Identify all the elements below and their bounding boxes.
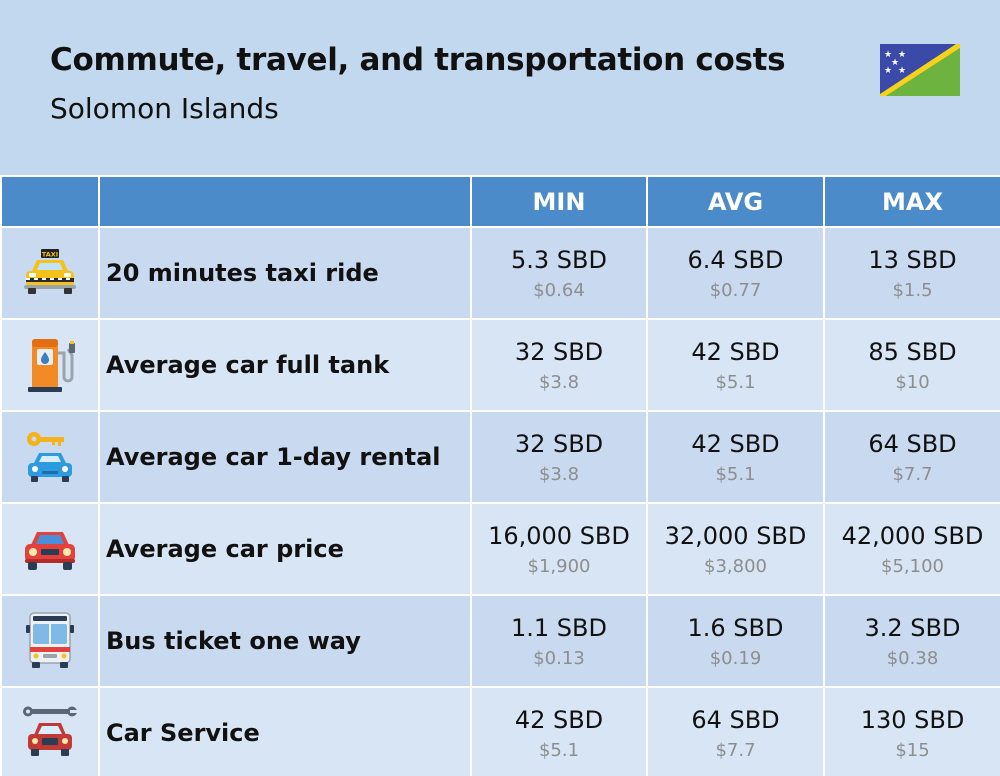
min-usd-value: $5.1: [538, 739, 580, 761]
car-service-wrench-icon: [23, 706, 78, 756]
taxi-sign-text: TAXI: [42, 251, 58, 259]
avg-value: 42 SBD: [691, 429, 780, 458]
avg-cell: 64 SBD $7.7: [646, 686, 825, 776]
avg-cell: 1.6 SBD $0.19: [646, 594, 825, 688]
max-usd-value: $10: [895, 371, 930, 393]
svg-text:★: ★: [884, 66, 892, 76]
cost-table: MIN AVG MAX TAXI: [0, 175, 1000, 776]
min-cell: 32 SBD $3.8: [470, 410, 648, 504]
avg-value: 42 SBD: [691, 337, 780, 366]
avg-value: 1.6 SBD: [687, 613, 784, 642]
solomon-islands-flag-icon: ★★ ★ ★★: [880, 44, 960, 96]
min-value: 16,000 SBD: [488, 521, 630, 550]
avg-usd-value: $0.77: [709, 279, 762, 301]
min-usd-value: $3.8: [538, 463, 580, 485]
row-icon-cell: [0, 502, 100, 596]
svg-text:★: ★: [891, 58, 899, 68]
max-cell: 85 SBD $10: [823, 318, 1000, 412]
avg-cell: 42 SBD $5.1: [646, 318, 825, 412]
page-title: Commute, travel, and transportation cost…: [50, 42, 786, 78]
table-row: Average car 1-day rental 32 SBD $3.8 42 S…: [0, 410, 1000, 504]
header-min: MIN: [470, 175, 648, 228]
header-max: MAX: [823, 175, 1000, 228]
svg-text:★: ★: [884, 50, 892, 60]
header: Commute, travel, and transportation cost…: [0, 0, 1000, 172]
row-icon-cell: [0, 318, 100, 412]
row-label: 20 minutes taxi ride: [98, 226, 472, 320]
min-value: 32 SBD: [514, 337, 604, 366]
min-value: 42 SBD: [514, 705, 604, 734]
header-avg: AVG: [646, 175, 825, 228]
avg-cell: 32,000 SBD $3,800: [646, 502, 825, 596]
table-row: Car Service 42 SBD $5.1 64 SBD $7.7 130 SB…: [0, 686, 1000, 776]
row-label: Car Service: [98, 686, 472, 776]
min-value: 1.1 SBD: [511, 613, 607, 642]
table-header-row: MIN AVG MAX: [0, 175, 1000, 228]
avg-usd-value: $5.1: [715, 371, 756, 393]
min-cell: 16,000 SBD $1,900: [470, 502, 648, 596]
avg-usd-value: $3,800: [704, 555, 767, 577]
row-icon-cell: [0, 686, 100, 776]
min-usd-value: $1,900: [527, 555, 591, 577]
max-usd-value: $1.5: [892, 279, 933, 301]
fuel-pump-icon: [28, 339, 75, 392]
max-cell: 13 SBD $1.5: [823, 226, 1000, 320]
table-row: TAXI 20 minutes taxi ride 5.3 SBD $0.64 6…: [0, 226, 1000, 320]
svg-text:★: ★: [898, 50, 906, 60]
avg-usd-value: $7.7: [715, 739, 756, 761]
max-cell: 42,000 SBD $5,100: [823, 502, 1000, 596]
table-row: Bus ticket one way 1.1 SBD $0.13 1.6 SBD $…: [0, 594, 1000, 688]
row-label: Average car 1-day rental: [98, 410, 472, 504]
min-cell: 5.3 SBD $0.64: [470, 226, 648, 320]
min-cell: 42 SBD $5.1: [470, 686, 648, 776]
svg-text:★: ★: [898, 66, 906, 76]
max-cell: 130 SBD $15: [823, 686, 1000, 776]
min-value: 5.3 SBD: [511, 245, 607, 274]
max-cell: 3.2 SBD $0.38: [823, 594, 1000, 688]
min-usd-value: $3.8: [538, 371, 580, 393]
row-icon-cell: [0, 410, 100, 504]
avg-usd-value: $5.1: [715, 463, 756, 485]
avg-cell: 6.4 SBD $0.77: [646, 226, 825, 320]
avg-value: 64 SBD: [691, 705, 780, 734]
table-row: Average car price 16,000 SBD $1,900 32,00…: [0, 502, 1000, 596]
max-value: 13 SBD: [868, 245, 957, 274]
car-icon: [25, 532, 75, 570]
min-usd-value: $0.13: [533, 647, 585, 669]
car-rental-key-icon: [27, 432, 72, 482]
min-cell: 32 SBD $3.8: [470, 318, 648, 412]
min-usd-value: $0.64: [533, 279, 585, 301]
row-label: Bus ticket one way: [98, 594, 472, 688]
taxi-icon: TAXI: [24, 249, 76, 294]
max-value: 3.2 SBD: [864, 613, 961, 642]
max-cell: 64 SBD $7.7: [823, 410, 1000, 504]
header-empty-icon: [0, 175, 100, 228]
avg-cell: 42 SBD $5.1: [646, 410, 825, 504]
bus-icon: [26, 612, 74, 668]
max-usd-value: $5,100: [881, 555, 944, 577]
max-value: 85 SBD: [868, 337, 957, 366]
table-row: Average car full tank 32 SBD $3.8 42 SBD $…: [0, 318, 1000, 412]
row-icon-cell: [0, 594, 100, 688]
max-usd-value: $7.7: [892, 463, 933, 485]
min-cell: 1.1 SBD $0.13: [470, 594, 648, 688]
min-value: 32 SBD: [514, 429, 604, 458]
max-value: 42,000 SBD: [841, 521, 984, 550]
row-label: Average car price: [98, 502, 472, 596]
header-empty-label: [98, 175, 472, 228]
row-icon-cell: TAXI: [0, 226, 100, 320]
max-value: 130 SBD: [860, 705, 965, 734]
max-usd-value: $15: [895, 739, 930, 761]
avg-value: 32,000 SBD: [664, 521, 807, 550]
row-label: Average car full tank: [98, 318, 472, 412]
avg-usd-value: $0.19: [709, 647, 762, 669]
avg-value: 6.4 SBD: [687, 245, 784, 274]
page-subtitle: Solomon Islands: [50, 92, 279, 125]
max-usd-value: $0.38: [886, 647, 939, 669]
max-value: 64 SBD: [868, 429, 957, 458]
